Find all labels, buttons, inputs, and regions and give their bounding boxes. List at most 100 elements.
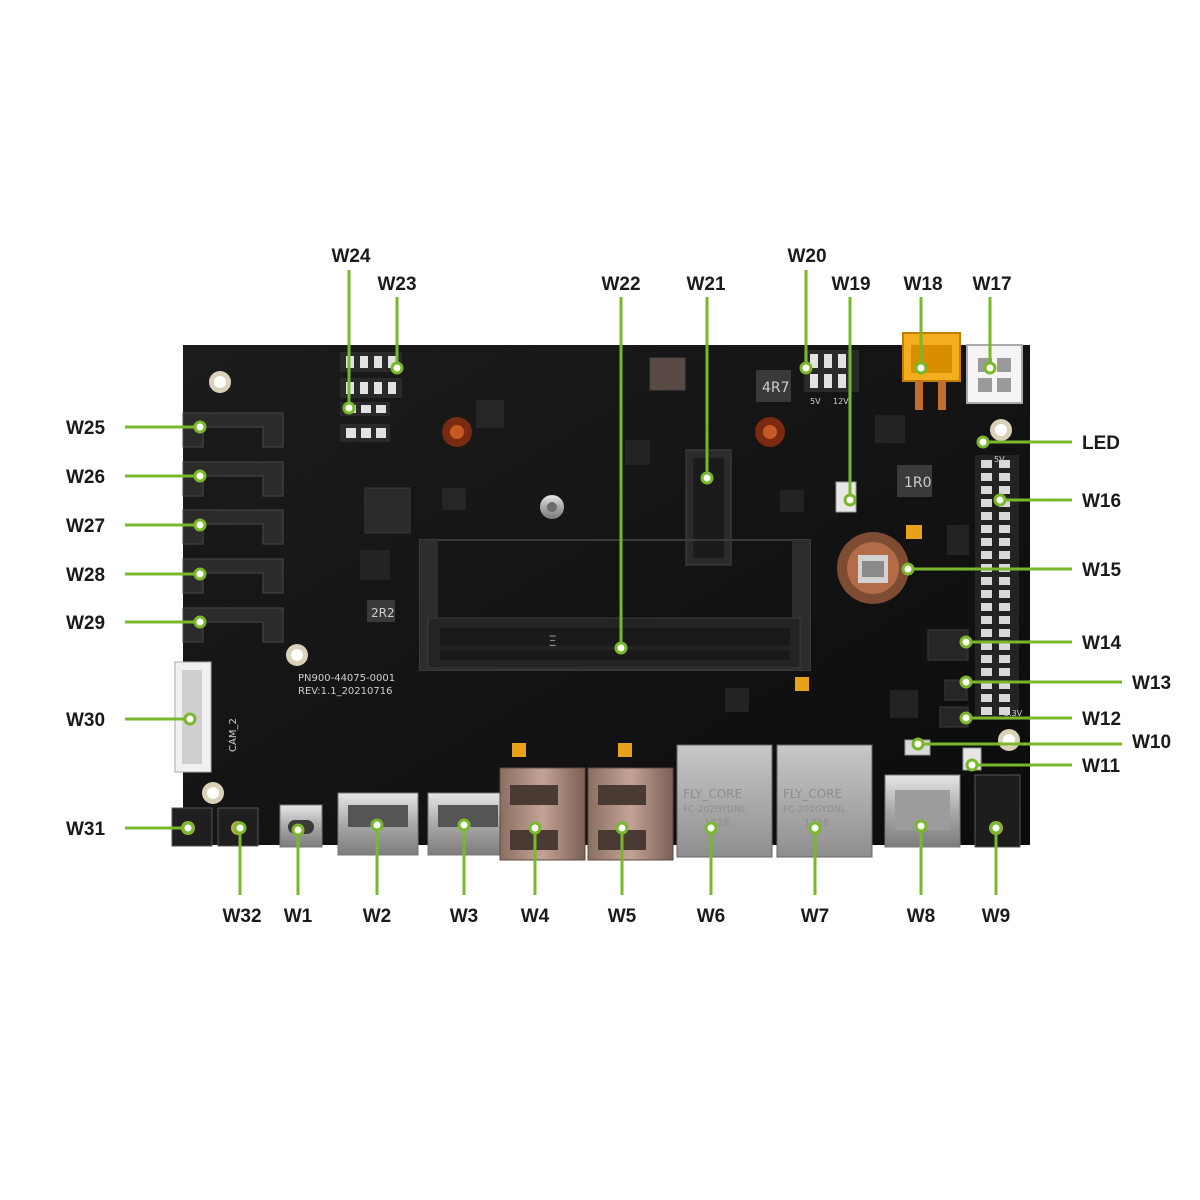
callout-dot: [193, 469, 207, 483]
callout-w28: W28: [66, 565, 207, 586]
callout-w3: W3: [450, 818, 479, 927]
gpio-pin: [999, 668, 1010, 676]
ic-chip-small: [947, 525, 969, 555]
callout-dot: [193, 518, 207, 532]
callout-label-w20: W20: [787, 246, 826, 267]
callout-dot: [983, 361, 997, 375]
gpio-pin: [999, 694, 1010, 702]
callout-w8: W8: [907, 819, 935, 927]
header-12v-label: 12V: [833, 397, 849, 406]
gpio-pin: [999, 551, 1010, 559]
inductor-left: [367, 600, 395, 622]
callout-label-w10: W10: [1132, 732, 1171, 753]
callout-w32: W32: [222, 821, 262, 927]
gpio-pin: [999, 616, 1010, 624]
callout-w14: W14: [959, 633, 1122, 654]
ic-chip-small: [875, 415, 905, 443]
gpio-pin: [981, 629, 992, 637]
gpio-pin: [999, 512, 1010, 520]
callout-w21: W21: [686, 274, 726, 485]
inductor-top: [756, 370, 791, 402]
connector-w28: [182, 558, 284, 594]
callout-label-w23: W23: [377, 274, 416, 295]
callout-w15: W15: [901, 560, 1122, 581]
gpio-pin: [999, 629, 1010, 637]
callout-w30: W30: [66, 710, 197, 731]
ic-chip-small: [625, 440, 650, 465]
gpio-33v-label: 3.3V: [1004, 709, 1023, 718]
callout-label-w31: W31: [66, 819, 106, 840]
callout-dot: [989, 821, 1003, 835]
callout-w26: W26: [66, 467, 207, 488]
callout-label-w26: W26: [66, 467, 105, 488]
callout-dot: [704, 821, 718, 835]
gpio-pin: [999, 590, 1010, 598]
callout-label-w6: W6: [697, 906, 726, 927]
gpio-pin: [999, 655, 1010, 663]
callout-label-w19: W19: [831, 274, 870, 295]
callout-dot: [914, 361, 928, 375]
callout-label-w17: W17: [972, 274, 1011, 295]
callout-dot: [614, 641, 628, 655]
sata-connector-stack: [182, 412, 284, 643]
gpio-pin: [981, 655, 992, 663]
callout-w25: W25: [66, 418, 207, 439]
rj45-port-w7: FLY_CORE FC-202GYDNL 1728: [776, 744, 873, 858]
connector-w29: [182, 607, 284, 643]
callout-w2: W2: [363, 818, 391, 927]
inductor-top-label: 4R7: [762, 380, 790, 396]
usb-c-port-w1: [279, 804, 323, 848]
callout-label-w28: W28: [66, 565, 105, 586]
callout-w11: W11: [965, 756, 1120, 777]
rj45-model: FC-202GYDNL: [683, 805, 746, 815]
rj45-model: FC-202GYDNL: [783, 805, 846, 815]
callout-dot: [808, 821, 822, 835]
callout-label-w3: W3: [450, 906, 479, 927]
pcb-board: 4R7 1R0 2R2 PN900-44075-0001 REV:1.1_202…: [171, 332, 1030, 861]
gpio-pin: [981, 603, 992, 611]
rj45-brand: FLY_CORE: [683, 787, 742, 801]
callout-dot: [976, 435, 990, 449]
callout-w5: W5: [608, 821, 637, 927]
callout-dot: [390, 361, 404, 375]
inductor-top-center: [649, 357, 686, 391]
ic-chip-small: [890, 690, 918, 718]
part-number: PN900-44075-0001: [298, 673, 395, 684]
ic-chip-small: [780, 490, 804, 512]
callout-dot: [959, 635, 973, 649]
gpio-pin: [999, 460, 1010, 468]
callout-dot: [342, 401, 356, 415]
callout-w18: W18: [903, 274, 943, 375]
callout-label-led: LED: [1082, 433, 1120, 454]
callout-label-w7: W7: [801, 906, 830, 927]
sd-card-slot-w8: [884, 774, 961, 848]
callout-label-w29: W29: [66, 613, 105, 634]
gpio-pin: [999, 707, 1010, 715]
callout-dot: [183, 712, 197, 726]
callout-w29: W29: [66, 613, 207, 634]
gpio-pin: [981, 473, 992, 481]
ic-chip-small: [360, 550, 390, 580]
gpio-pin: [999, 538, 1010, 546]
gpio-pin: [981, 668, 992, 676]
callout-dot: [181, 821, 195, 835]
gpio-5v-label: 5V: [994, 455, 1005, 464]
gpio-pin: [999, 473, 1010, 481]
callout-w24: W24: [331, 246, 371, 415]
connector-w25: [182, 412, 284, 448]
callout-dot: [615, 821, 629, 835]
callout-led: LED: [976, 433, 1120, 454]
gpio-pin: [981, 525, 992, 533]
connector-w26: [182, 461, 284, 497]
gpio-pin: [981, 551, 992, 559]
connector-w27: [182, 509, 284, 545]
gpio-pin: [999, 642, 1010, 650]
callout-label-w14: W14: [1082, 633, 1122, 654]
callout-label-w15: W15: [1082, 560, 1122, 581]
gpio-pin: [981, 681, 992, 689]
callout-dot: [799, 361, 813, 375]
header-5v-label: 5V: [810, 397, 821, 406]
callout-label-w18: W18: [903, 274, 942, 295]
